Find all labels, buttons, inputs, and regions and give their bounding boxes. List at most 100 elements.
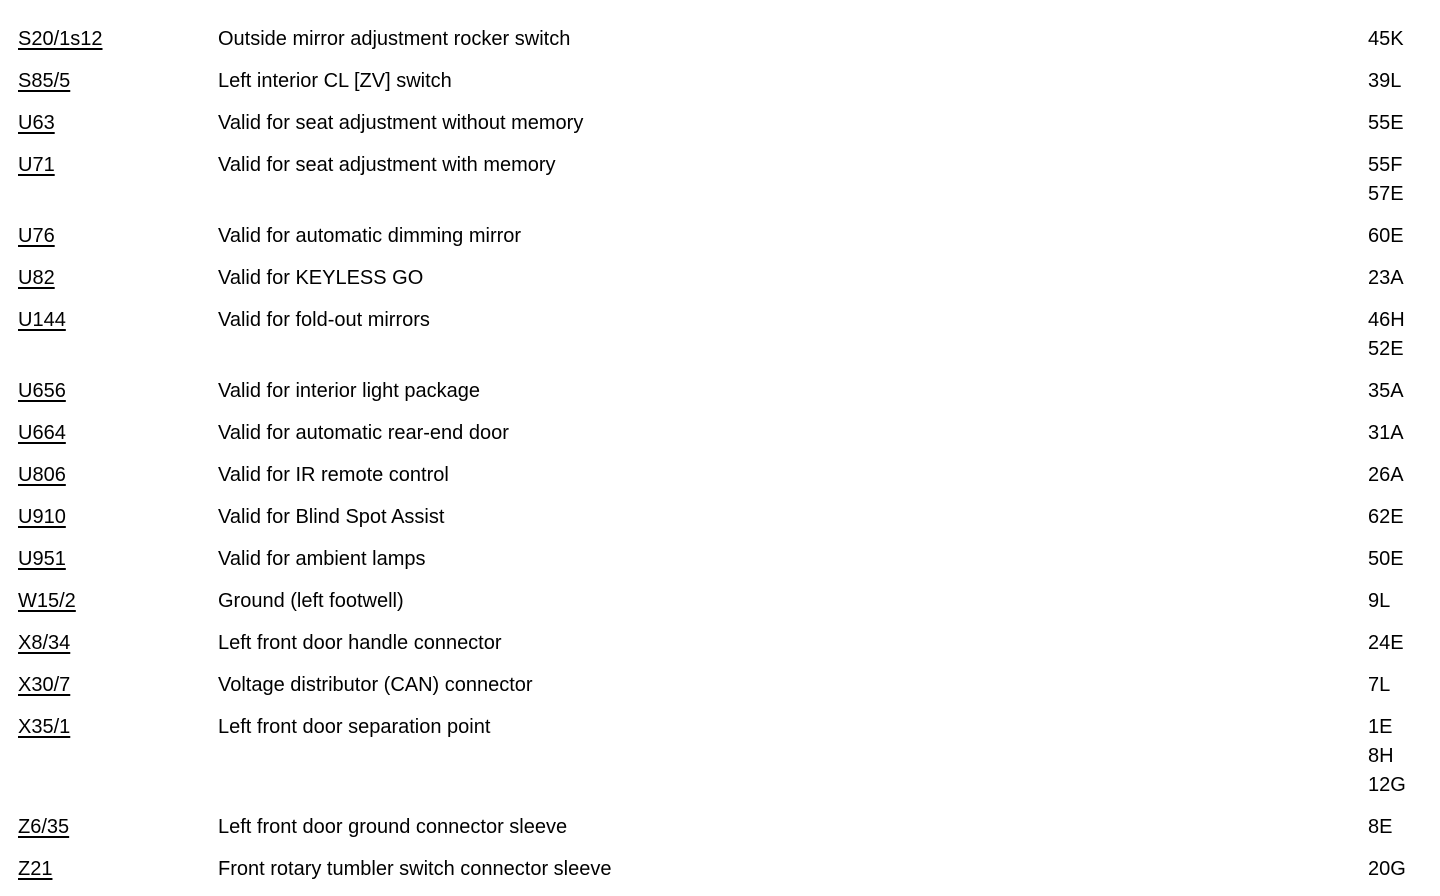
location-code: 7L: [1368, 674, 1391, 696]
component-code-link[interactable]: W15/2: [18, 590, 76, 612]
component-description: Voltage distributor (CAN) connector: [218, 674, 533, 696]
component-code-cell: S20/1s12: [18, 25, 218, 54]
component-code-link[interactable]: U76: [18, 225, 55, 247]
component-code-cell: Z6/35: [18, 813, 218, 842]
table-row: W15/2 Ground (left footwell) 9L: [18, 587, 1440, 616]
component-description: Left front door separation point: [218, 716, 491, 738]
component-description: Valid for IR remote control: [218, 464, 449, 486]
component-description: Valid for seat adjustment with memory: [218, 154, 556, 176]
component-code-cell: X8/34: [18, 629, 218, 658]
table-row: U664 Valid for automatic rear-end door 3…: [18, 419, 1440, 448]
component-code-link[interactable]: S85/5: [18, 70, 71, 92]
location-code: 9L: [1368, 590, 1391, 612]
component-code-link[interactable]: S20/1s12: [18, 28, 103, 50]
component-locations: 35A: [1368, 377, 1440, 406]
component-locations: 20G: [1368, 855, 1440, 884]
location-code: 50E: [1368, 548, 1404, 570]
component-code-cell: U656: [18, 377, 218, 406]
location-code: 62E: [1368, 506, 1404, 528]
component-code-link[interactable]: U63: [18, 112, 55, 134]
component-description: Valid for seat adjustment without memory: [218, 112, 584, 134]
location-code: 55F: [1368, 154, 1403, 176]
component-description: Left front door handle connector: [218, 632, 502, 654]
location-code: 60E: [1368, 225, 1404, 247]
location-code: 1E: [1368, 716, 1393, 738]
table-row: X8/34 Left front door handle connector 2…: [18, 629, 1440, 658]
location-code: 23A: [1368, 267, 1404, 289]
table-row: U910 Valid for Blind Spot Assist 62E: [18, 503, 1440, 532]
location-code: 45K: [1368, 28, 1404, 50]
component-locations: 50E: [1368, 545, 1440, 574]
table-row: U656 Valid for interior light package 35…: [18, 377, 1440, 406]
component-locations: 31A: [1368, 419, 1440, 448]
component-code-link[interactable]: X8/34: [18, 632, 71, 654]
component-code-link[interactable]: Z21: [18, 858, 53, 880]
component-description: Left front door ground connector sleeve: [218, 816, 568, 838]
component-description: Front rotary tumbler switch connector sl…: [218, 858, 612, 880]
component-code-cell: U63: [18, 109, 218, 138]
component-locations: 24E: [1368, 629, 1440, 658]
component-description: Ground (left footwell): [218, 590, 404, 612]
component-code-cell: U910: [18, 503, 218, 532]
location-code: 57E: [1368, 183, 1404, 205]
component-locations: 62E: [1368, 503, 1440, 532]
component-code-link[interactable]: U71: [18, 154, 55, 176]
component-code-cell: U951: [18, 545, 218, 574]
component-code-link[interactable]: U806: [18, 464, 66, 486]
component-code-link[interactable]: U910: [18, 506, 66, 528]
table-row: Z6/35 Left front door ground connector s…: [18, 813, 1440, 842]
component-code-cell: X30/7: [18, 671, 218, 700]
component-code-cell: U144: [18, 306, 218, 335]
table-row: U76 Valid for automatic dimming mirror 6…: [18, 222, 1440, 251]
component-description: Valid for fold-out mirrors: [218, 309, 430, 331]
component-code-link[interactable]: U951: [18, 548, 66, 570]
component-locations: 9L: [1368, 587, 1440, 616]
component-code-link[interactable]: U664: [18, 422, 66, 444]
table-row: X35/1 Left front door separation point 1…: [18, 713, 1440, 800]
component-code-cell: U71: [18, 151, 218, 180]
component-code-link[interactable]: U656: [18, 380, 66, 402]
component-code-link[interactable]: U144: [18, 309, 66, 331]
component-code-link[interactable]: U82: [18, 267, 55, 289]
location-code: 46H: [1368, 309, 1405, 331]
location-code: 39L: [1368, 70, 1402, 92]
location-code: 26A: [1368, 464, 1404, 486]
component-code-cell: Z21: [18, 855, 218, 884]
component-code-cell: W15/2: [18, 587, 218, 616]
location-code: 24E: [1368, 632, 1404, 654]
table-row: U806 Valid for IR remote control 26A: [18, 461, 1440, 490]
table-row: U82 Valid for KEYLESS GO 23A: [18, 264, 1440, 293]
table-row: U951 Valid for ambient lamps 50E: [18, 545, 1440, 574]
table-row: S20/1s12 Outside mirror adjustment rocke…: [18, 25, 1440, 54]
component-code-cell: U82: [18, 264, 218, 293]
table-row: X30/7 Voltage distributor (CAN) connecto…: [18, 671, 1440, 700]
location-code: 8E: [1368, 816, 1393, 838]
component-code-cell: U806: [18, 461, 218, 490]
component-code-cell: X35/1: [18, 713, 218, 742]
component-locations: 7L: [1368, 671, 1440, 700]
component-code-cell: U76: [18, 222, 218, 251]
table-row: Z21 Front rotary tumbler switch connecto…: [18, 855, 1440, 884]
component-description: Valid for automatic rear-end door: [218, 422, 509, 444]
component-code-link[interactable]: X35/1: [18, 716, 71, 738]
component-locations: 39L: [1368, 67, 1440, 96]
component-description: Valid for Blind Spot Assist: [218, 506, 445, 528]
location-code: 12G: [1368, 774, 1406, 796]
table-row: S85/5 Left interior CL [ZV] switch 39L: [18, 67, 1440, 96]
component-code-link[interactable]: X30/7: [18, 674, 71, 696]
component-locations: 26A: [1368, 461, 1440, 490]
component-code-link[interactable]: Z6/35: [18, 816, 70, 838]
component-description: Outside mirror adjustment rocker switch: [218, 28, 571, 50]
table-row: U63 Valid for seat adjustment without me…: [18, 109, 1440, 138]
location-code: 31A: [1368, 422, 1404, 444]
component-locations: 8E: [1368, 813, 1440, 842]
component-description: Valid for automatic dimming mirror: [218, 225, 522, 247]
location-code: 52E: [1368, 338, 1404, 360]
component-locations: 55E: [1368, 109, 1440, 138]
component-description: Valid for interior light package: [218, 380, 480, 402]
